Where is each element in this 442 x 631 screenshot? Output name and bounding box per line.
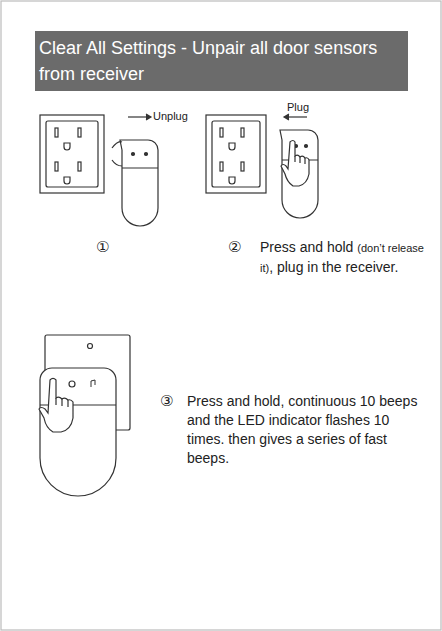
- step-text: Press and hold, continuous 10 beeps and …: [187, 392, 427, 468]
- action-label: Unplug: [152, 110, 189, 122]
- step-text: , plug in the receiver.: [269, 259, 398, 275]
- step-number: ①: [96, 238, 109, 256]
- action-label: Plug: [286, 101, 310, 113]
- step-number: ③: [160, 392, 173, 410]
- step-number: ②: [228, 238, 241, 256]
- title-band: Clear All Settings - Unpair all door sen…: [35, 31, 408, 91]
- step-text: Press and hold (don’t release it), plug …: [260, 238, 430, 278]
- step-text: Press and hold: [260, 239, 353, 255]
